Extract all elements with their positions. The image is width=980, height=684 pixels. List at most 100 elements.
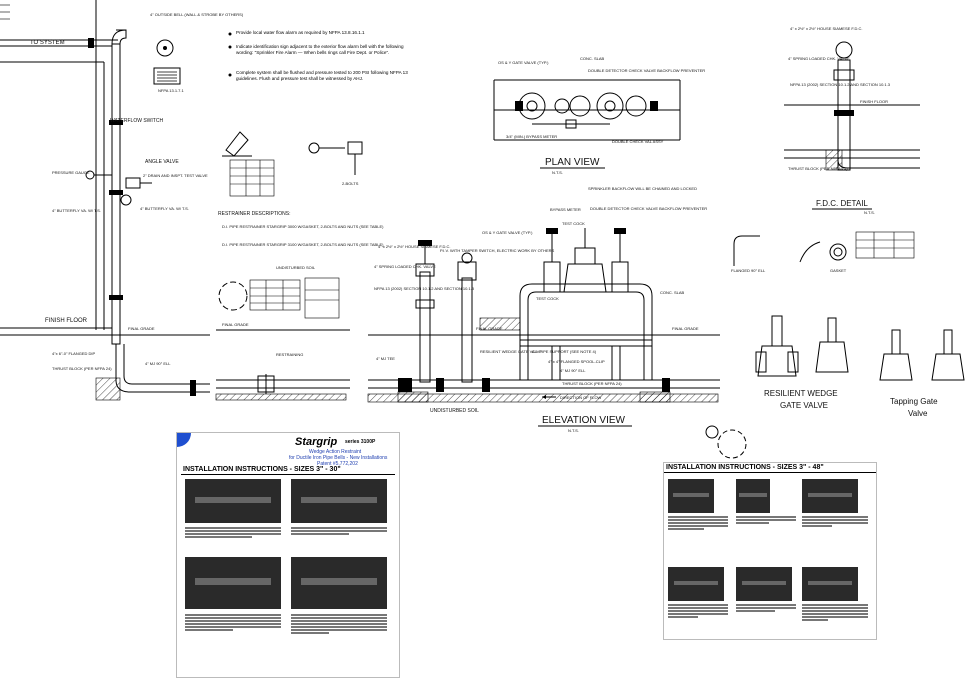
bolts-label: 2-BOLTS (342, 181, 359, 186)
pipe-support-label: C.I. PIPE SUPPORT (SEE NOTE 4) (532, 349, 597, 354)
restrainer-heading: RESTRAINER DESCRIPTIONS: (218, 211, 291, 217)
restrainer-1: D.I. PIPE RESTRAINER STARGRIP 3000 W/GAS… (222, 224, 384, 229)
gasket-label: GASKET (830, 268, 847, 273)
conc-slab-label: CONC. SLAB (580, 56, 605, 61)
flanged-dip-label: 4"x 6"-0" FLANGED DIP (52, 351, 95, 356)
doc1-caption-4 (291, 613, 387, 635)
nfpa-label-bell: NFPA 13.1.7.1 (158, 88, 184, 93)
sprinkler-backflow-label: SPRINKLER BACKFLOW WILL BE CHAINED AND L… (588, 186, 697, 191)
stargrip-logo (177, 433, 191, 447)
fdc-detail: 4" x 2½" x 2½" HOUSE SIAMESE F.D.C. 4" S… (731, 26, 920, 273)
gate-valve-label: OS & Y GATE VALVE (TYP.) (498, 60, 549, 65)
double-detector-elev-label: DOUBLE DETECTOR CHECK VALVE BACKFLOW PRE… (590, 206, 707, 211)
thrust-block-top-label: THRUST BLOCK (PER NFPA 24) (788, 166, 848, 171)
nfpa13-top-label: NFPA 13 (2002) SECTION 10.1.2 AND SECTIO… (790, 82, 891, 87)
plan-nts: N.T.S. (552, 170, 563, 175)
doc2-caption-2 (736, 515, 796, 525)
doc1-photo-2 (291, 479, 387, 523)
doc2-caption-4 (668, 603, 728, 619)
gate-valve-elev-label: OS & Y GATE VALVE (TYP.) (482, 230, 533, 235)
doc2-caption-5 (736, 603, 796, 613)
general-notes (228, 32, 232, 77)
pressure-gauge-label: PRESSURE GAUGE (52, 170, 90, 175)
doc2-photo-2 (736, 479, 770, 513)
doc2-heading: INSTALLATION INSTRUCTIONS - SIZES 3" - 4… (664, 463, 876, 473)
thrust-block-elev-label: THRUST BLOCK (PER NFPA 24) (562, 381, 622, 386)
restrainer-small-details: 2-BOLTS RESTRAINER DESCRIPTIONS: D.I. PI… (215, 131, 384, 401)
restrainer-2: D.I. PIPE RESTRAINER STARGRIP 3100 W/GAS… (222, 242, 384, 247)
doc1-caption-2 (291, 526, 387, 536)
spring-loaded-label: 4" SPRING LOADED CHK. VALVE (374, 264, 436, 269)
drain-test-label: 2" DRAIN AND INSPT. TEST VALVE (143, 173, 208, 178)
stargrip-brand: Stargrip (295, 436, 338, 448)
resilient-wedge-label-1: RESILIENT WEDGE (764, 389, 838, 398)
double-detector-label: DOUBLE DETECTOR CHECK VALVE BACKFLOW PRE… (588, 68, 705, 73)
doc2-photo-6 (802, 567, 858, 601)
stargrip-series: series 3100P (345, 439, 376, 445)
outside-bell-label: 4" OUTSIDE BELL (WALL & STROBE BY OTHERS… (150, 12, 244, 17)
fdc-siamese-top-label: 4" x 2½" x 2½" HOUSE SIAMESE F.D.C. (790, 26, 863, 31)
mj-tee-label: 4" MJ TEE (376, 356, 395, 361)
elevation-nts: N.T.S. (568, 428, 579, 433)
piv-label: P.I.V. WITH TAMPER SWITCH, ELECTRIC WORK… (440, 248, 555, 253)
doc1-caption-1 (185, 526, 281, 539)
doc2-photo-4 (668, 567, 724, 601)
tapping-gate-label-1: Tapping Gate (890, 397, 938, 406)
double-check-label: DOUBLE CHECK VAL ASSY (612, 139, 664, 144)
doc1-heading: INSTALLATION INSTRUCTIONS - SIZES 3" - 3… (181, 465, 395, 475)
note-2: Indicate identification sign adjacent to… (236, 44, 404, 55)
notes-block: Provide local water flow alarm as requir… (236, 30, 411, 90)
valve-details: RESILIENT WEDGE GATE VALVE Tapping Gate … (705, 315, 965, 459)
doc1-photo-3 (185, 557, 281, 609)
final-grade-label: FINAL GRADE (128, 326, 155, 331)
fdc-nts: N.T.S. (864, 210, 875, 215)
doc2-photo-3 (802, 479, 858, 513)
stargrip-subtitle: Wedge Action Restraint (309, 449, 362, 455)
finish-floor-label: FINISH FLOOR (45, 318, 88, 324)
outside-bell: 4" OUTSIDE BELL (WALL & STROBE BY OTHERS… (150, 12, 244, 93)
resilient-wedge-label-2: GATE VALVE (780, 401, 828, 410)
fdc-detail-title: F.D.C. DETAIL (816, 199, 868, 208)
mj-ell-label: 4" MJ 90° ELL (145, 361, 171, 366)
waterflow-switch-label: WATERFLOW SWITCH (110, 118, 163, 124)
bypass-meter-elev-label: BYPASS METER (550, 207, 581, 212)
direction-of-flow-label: DIRECTION OF FLOW (560, 395, 602, 400)
elevation-view: 4" x 2½" x 2½" HOUSE SIAMESE F.D.C. 4" S… (367, 186, 720, 433)
doc2-photo-1 (668, 479, 714, 513)
doc2-caption-6 (802, 603, 868, 622)
restraining-label: RESTRAINING (276, 352, 303, 357)
undisturbed-soil-label: UNDISTURBED SOIL (276, 265, 316, 270)
elevation-view-title: ELEVATION VIEW (542, 415, 626, 426)
to-system-label: TO SYSTEM (30, 40, 65, 46)
plan-view-title: PLAN VIEW (545, 157, 600, 168)
note-1: Provide local water flow alarm as requir… (236, 30, 365, 35)
fdc-siamese-label: 4" x 2½" x 2½" HOUSE SIAMESE F.D.C. (378, 244, 451, 249)
butterfly-valve-label-2: 4" BUTTERFLY VA. W/ T.S. (140, 206, 189, 211)
tapping-gate-label-2: Valve (908, 409, 928, 418)
doc1-photo-1 (185, 479, 281, 523)
flanged-ell-label: FLANGED 90° ELL (731, 268, 766, 273)
final-grade-label-2: FINAL GRADE (222, 322, 249, 327)
finish-floor-top-label: FINISH FLOOR (860, 99, 888, 104)
flange-spool-label: 4" x 4" FLANGED SPOOL-CLIP (548, 359, 605, 364)
conc-slab-elev-label: CONC. SLAB (660, 290, 685, 295)
thrust-block-label: THRUST BLOCK (PER NFPA 24) (52, 366, 112, 371)
plan-view: CONC. SLAB OS & Y GATE VALVE (TYP.) DOUB… (493, 56, 705, 175)
stargrip-3100p-sheet: Stargrip series 3100P Wedge Action Restr… (176, 432, 400, 678)
spring-loaded-top-label: 4" SPRING LOADED CHK. VALVE (788, 56, 850, 61)
note-3: Complete system shall be flushed and pre… (236, 70, 408, 81)
resilient-wedge-elev-label: RESILIENT WEDGE GATE VALVE (480, 349, 542, 354)
test-cock-label: TEST COCK (562, 221, 585, 226)
butterfly-valve-label: 4" BUTTERFLY VA. W/ T.S. (52, 208, 101, 213)
doc2-caption-1 (668, 515, 728, 531)
stargrip-instructions-sheet: INSTALLATION INSTRUCTIONS - SIZES 3" - 4… (663, 462, 877, 640)
riser-detail: TO SYSTEM WATERFLOW SWITCH PRESSURE GAUG… (0, 0, 210, 401)
nfpa13-label: NFPA 13 (2002) SECTION 10.1.2 AND SECTIO… (374, 286, 475, 291)
angle-valve-label: ANGLE VALVE (145, 159, 179, 165)
doc2-photo-5 (736, 567, 792, 601)
test-cock-label-2: TEST COCK (536, 296, 559, 301)
undisturbed-soil-elev-label: UNDISTURBED SOIL (430, 408, 479, 414)
final-grade-elev-label-2: FINAL GRADE (476, 326, 503, 331)
